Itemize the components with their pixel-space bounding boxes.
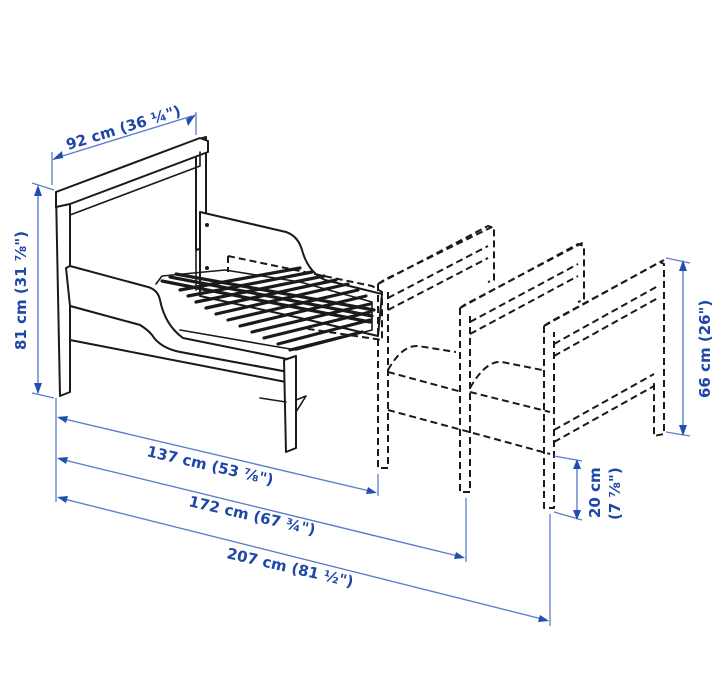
length-min-label: 137 cm (53 ⅞")	[145, 442, 275, 489]
front-rail-bottom-edge	[69, 339, 287, 383]
screw-hole	[205, 266, 209, 270]
middle-support-leg	[283, 355, 297, 453]
clearance-in-label: (7 ⅞")	[606, 467, 624, 520]
support-brace-2	[295, 395, 307, 413]
back-side-guard-panel	[199, 211, 383, 337]
headboard-inner-rail	[69, 151, 201, 216]
width-dimension-label: 92 cm (36 ¼")	[64, 102, 183, 154]
bed-solid-part	[55, 136, 383, 453]
length-mid-label: 172 cm (67 ¾")	[187, 492, 317, 539]
slatted-bed-base	[155, 266, 376, 352]
extension-positions-dashed	[227, 225, 665, 509]
front-side-lower-panel	[69, 305, 289, 383]
headboard-height-label: 81 cm (31 ⅞")	[12, 231, 30, 350]
extension-panel-dashed	[227, 255, 383, 341]
footboard-position-3	[543, 259, 665, 509]
dimension-lines	[31, 112, 691, 626]
support-brace	[259, 397, 287, 403]
footboard-height-label: 66 cm (26")	[696, 300, 714, 398]
footboard-position-1	[377, 225, 495, 469]
headboard-top-rail	[55, 137, 209, 208]
screw-hole	[205, 223, 209, 227]
clearance-cm-label: 20 cm	[586, 467, 604, 518]
footboard-position-2	[459, 241, 585, 493]
